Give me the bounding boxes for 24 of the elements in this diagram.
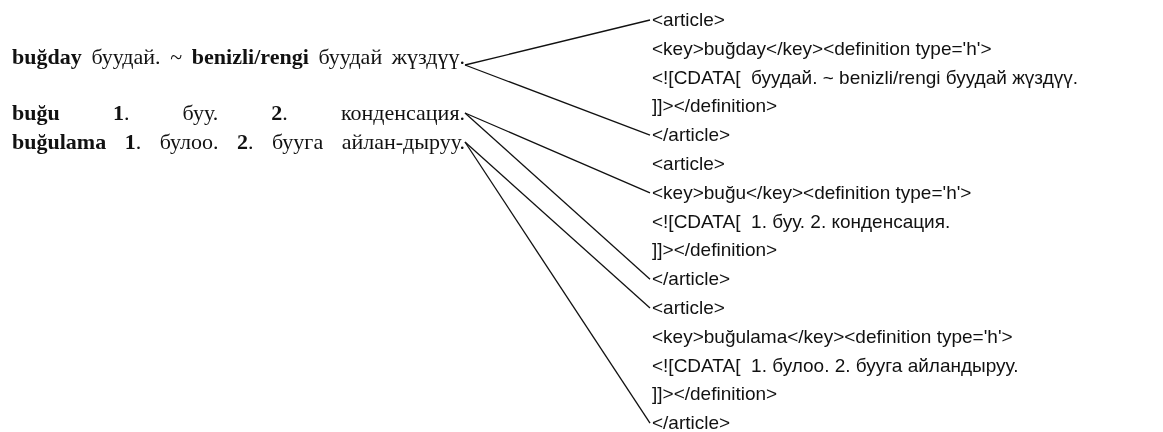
dictionary-entry: buğu 1. буу. 2. конденсация. (12, 99, 465, 127)
code-line: ]]></definition> (652, 238, 778, 263)
code-line: <![CDATA[ 1. булоо. 2. бууга айландыруу. (652, 353, 1019, 378)
code-line: ]]></definition> (652, 94, 778, 119)
code-line: </article> (652, 267, 731, 292)
code-line: </article> (652, 123, 731, 148)
code-line: <article> (652, 152, 725, 176)
code-line: <![CDATA[ буудай. ~ benizli/rengi буудай жүздүү. (652, 65, 1078, 90)
leader-line (464, 19, 651, 66)
code-line: <key>buğulama</key><definition type='h'> (652, 324, 1013, 349)
dictionary-entry: buğulama 1. булоо. 2. бууга айлан-дыруу. (12, 128, 465, 156)
leader-line (464, 64, 651, 136)
leader-line (464, 141, 651, 424)
code-line: <key>buğday</key><definition type='h'> (652, 36, 992, 61)
code-line: </article> (652, 411, 731, 432)
leader-line (464, 112, 651, 280)
code-line: <![CDATA[ 1. буу. 2. конденсация. (652, 209, 951, 234)
leader-line (464, 112, 651, 194)
code-line: <article> (652, 296, 725, 320)
code-line: <article> (652, 8, 725, 32)
code-line: <key>buğu</key><definition type='h'> (652, 180, 972, 205)
code-line: ]]></definition> (652, 382, 778, 407)
dictionary-entry: buğday буудай. ~ benizli/rengi буудай жүздүү. (12, 43, 465, 71)
leader-line (464, 141, 651, 309)
